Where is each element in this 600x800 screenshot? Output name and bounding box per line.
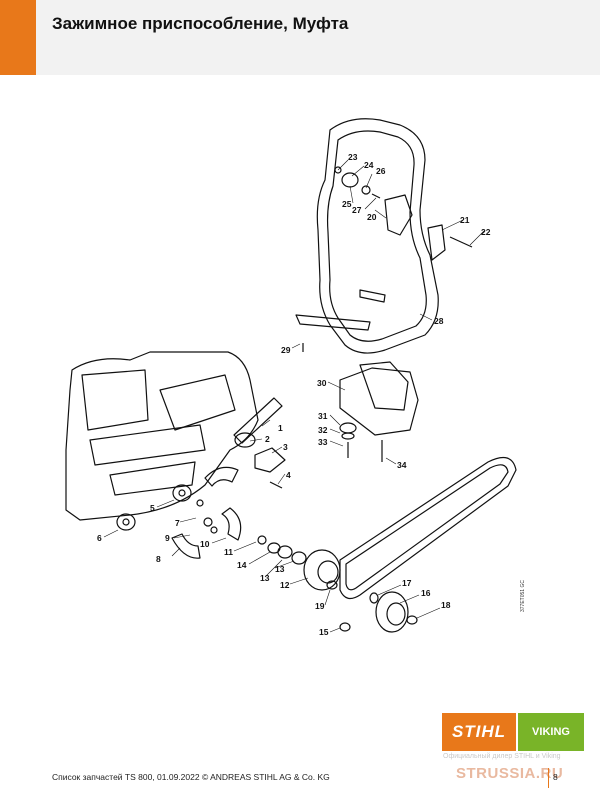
brand-logos: STIHL VIKING (442, 713, 584, 751)
callout-13b: 13 (260, 573, 270, 583)
callout-5: 5 (150, 503, 155, 513)
page-title: Зажимное приспособление, Муфта (52, 14, 349, 33)
parts-diagram: 1 2 3 4 5 6 7 8 9 10 11 12 13 13 14 15 1… (65, 118, 517, 637)
callout-24: 24 (364, 160, 374, 170)
callout-4: 4 (286, 470, 291, 480)
callout-3: 3 (283, 442, 288, 452)
callout-20: 20 (367, 212, 377, 222)
callout-10: 10 (200, 539, 210, 549)
clamp-part-20 (384, 194, 413, 236)
callout-34: 34 (397, 460, 407, 470)
engine-housing (65, 351, 259, 521)
callout-32: 32 (318, 425, 328, 435)
callout-6: 6 (97, 533, 102, 543)
callout-2: 2 (265, 434, 270, 444)
stihl-logo: STIHL (442, 713, 516, 751)
site-watermark: STRUSSIA.RU (456, 765, 564, 782)
clutch-shoe-top (204, 466, 239, 487)
page-divider (548, 768, 549, 788)
callout-23: 23 (348, 152, 358, 162)
callout-28: 28 (434, 316, 444, 326)
callout-18: 18 (441, 600, 451, 610)
diagram-code: 377ET051 GC (520, 580, 526, 612)
support-part-30 (339, 367, 419, 436)
guard-frame (316, 118, 439, 354)
clutch-drum-part-12 (303, 549, 341, 591)
guard-bracket (295, 314, 371, 331)
callout-13a: 13 (275, 564, 285, 574)
header-accent-bar (0, 0, 36, 75)
clutch-shoe-bottom (171, 533, 201, 559)
callout-17: 17 (402, 578, 412, 588)
callout-12: 12 (280, 580, 290, 590)
callout-11: 11 (224, 547, 233, 557)
callout-25: 25 (342, 199, 352, 209)
callout-29: 29 (281, 345, 291, 355)
callout-26: 26 (376, 166, 386, 176)
viking-logo: VIKING (518, 713, 584, 751)
footer-text: Список запчастей TS 800, 01.09.2022 © AN… (52, 772, 330, 782)
callout-14: 14 (237, 560, 247, 570)
guard-frame-inner (326, 130, 427, 342)
callout-22: 22 (481, 227, 491, 237)
callout-8: 8 (156, 554, 161, 564)
callout-31: 31 (318, 411, 328, 421)
callout-19: 19 (315, 601, 325, 611)
callout-27: 27 (352, 205, 362, 215)
callout-30: 30 (317, 378, 327, 388)
callout-15: 15 (319, 627, 329, 637)
callout-33: 33 (318, 437, 328, 447)
callout-9: 9 (165, 533, 170, 543)
shaft-part-1 (233, 397, 283, 444)
plate-part-21 (427, 224, 446, 261)
header-band (36, 0, 600, 75)
callout-1: 1 (278, 423, 283, 433)
dealer-text: Официальный дилер STIHL и Viking (443, 753, 561, 760)
page-number: 8 (553, 772, 558, 782)
callout-7: 7 (175, 518, 180, 528)
pulley-part-16 (375, 591, 409, 633)
drive-belt (339, 456, 517, 600)
callout-21: 21 (460, 215, 470, 225)
callout-16: 16 (421, 588, 431, 598)
